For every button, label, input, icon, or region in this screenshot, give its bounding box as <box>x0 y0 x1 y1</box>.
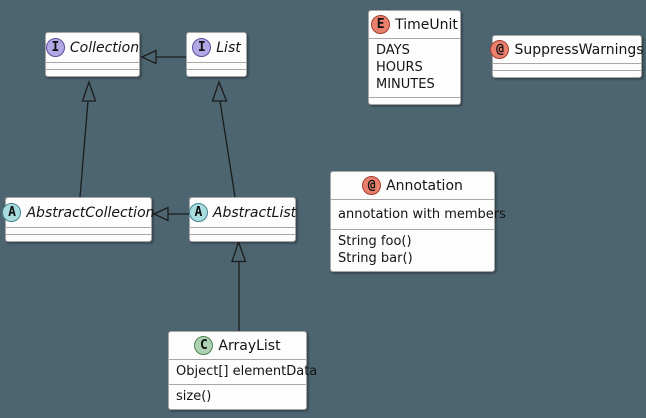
class-title: AbstractList <box>212 204 297 221</box>
class-header: @ SuppressWarnings <box>490 36 644 63</box>
abstract-spot-icon: A <box>2 203 22 222</box>
fields-compartment <box>493 63 641 70</box>
interface-spot-icon: I <box>192 38 212 57</box>
fields-compartment <box>6 227 151 234</box>
class-title: List <box>216 39 241 56</box>
methods-compartment: size() <box>169 384 306 409</box>
class-header: @ Annotation <box>331 172 494 199</box>
class-header: E TimeUnit <box>369 11 460 38</box>
field: Object[] elementData <box>176 364 318 379</box>
arrow-abstractcollection-extends-collection <box>79 79 97 198</box>
class-title: Annotation <box>386 177 463 194</box>
enum-value: DAYS <box>376 43 410 58</box>
abstract-spot-icon: A <box>188 203 208 222</box>
methods-compartment <box>6 234 151 241</box>
class-box-suppresswarnings: @ SuppressWarnings <box>490 35 644 78</box>
class-title: ArrayList <box>218 337 281 354</box>
class-box-abstractcollection: A AbstractCollection <box>2 197 155 242</box>
arrow-abstractlist-extends-abstractcollection <box>152 206 189 222</box>
fields-compartment <box>190 227 295 234</box>
class-box-abstractlist: A AbstractList <box>188 197 297 242</box>
class-title: Collection <box>69 39 140 56</box>
arrow-list-extends-collection <box>140 49 186 65</box>
interface-spot-icon: I <box>45 38 65 57</box>
fields-compartment <box>46 62 139 69</box>
class-spot-icon: C <box>194 336 214 355</box>
class-title: SuppressWarnings <box>514 41 644 58</box>
methods-compartment: String foo() String bar() <box>331 229 494 271</box>
class-header: A AbstractCollection <box>2 198 155 227</box>
class-header: C ArrayList <box>169 332 306 359</box>
class-header: A AbstractList <box>188 198 297 227</box>
methods-compartment <box>369 97 460 104</box>
class-box-list: I List <box>186 32 247 77</box>
enum-value: HOURS <box>376 60 423 75</box>
methods-compartment <box>187 69 246 76</box>
doc-compartment: annotation with members <box>331 199 506 229</box>
class-header: I Collection <box>45 33 140 62</box>
class-box-timeunit: E TimeUnit DAYS HOURS MINUTES <box>368 10 461 105</box>
fields-compartment <box>187 62 246 69</box>
class-box-arraylist: C ArrayList Object[] elementData size() <box>168 331 318 410</box>
method: String foo() <box>338 234 412 249</box>
arrow-arraylist-extends-abstractlist <box>231 240 247 331</box>
enum-values-compartment: DAYS HOURS MINUTES <box>369 38 460 97</box>
method: String bar() <box>338 251 413 266</box>
method: size() <box>176 389 212 404</box>
doc-text: annotation with members <box>338 207 506 222</box>
annotation-spot-icon: @ <box>362 176 382 195</box>
methods-compartment <box>190 234 295 241</box>
class-title: TimeUnit <box>395 16 458 33</box>
class-box-annotation: @ Annotation annotation with members Str… <box>330 171 506 272</box>
class-title: AbstractCollection <box>26 204 155 221</box>
arrow-abstractlist-extends-list <box>211 80 236 198</box>
enum-spot-icon: E <box>371 15 391 34</box>
class-header: I List <box>187 33 246 62</box>
methods-compartment <box>493 70 641 77</box>
fields-compartment: Object[] elementData <box>169 359 318 384</box>
annotation-spot-icon: @ <box>490 40 510 59</box>
methods-compartment <box>46 69 139 76</box>
enum-value: MINUTES <box>376 77 435 92</box>
class-box-collection: I Collection <box>45 32 140 77</box>
